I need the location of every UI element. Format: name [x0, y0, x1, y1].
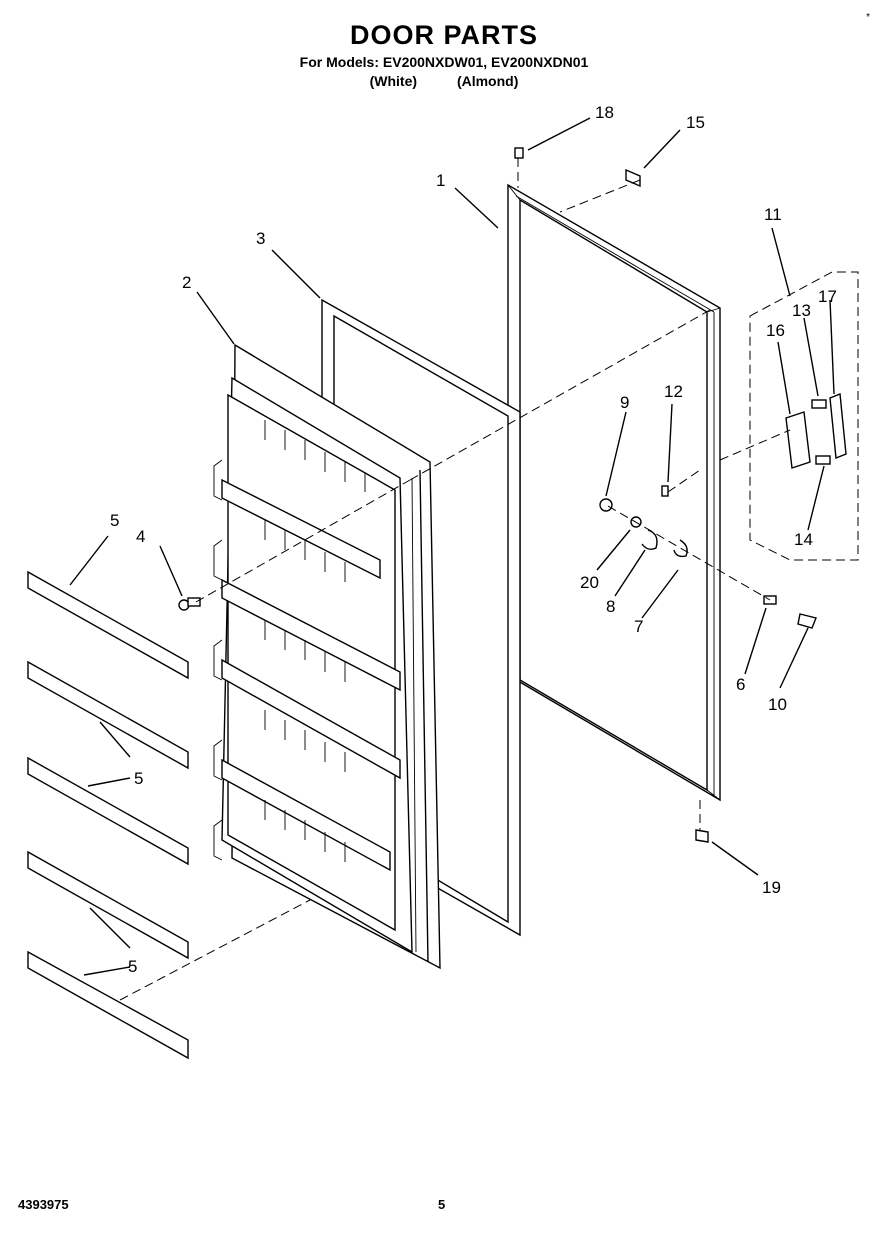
- hardware-parts: [514, 147, 847, 843]
- part-18-screw: [514, 147, 524, 159]
- callout-6: 6: [736, 675, 745, 694]
- part-15-plug: [625, 168, 641, 188]
- variant-almond: (Almond): [456, 73, 519, 89]
- part-1-door-frame: [507, 183, 721, 802]
- callout-1: 1: [436, 171, 445, 190]
- callout-16: 16: [766, 321, 785, 340]
- part-17-bracket: [829, 393, 847, 459]
- variant-white: (White): [369, 73, 418, 89]
- assembly-lines: [119, 158, 859, 1001]
- callout-10: 10: [768, 695, 787, 714]
- page-number: 5: [438, 1197, 446, 1212]
- part-4-screw: [178, 597, 201, 611]
- callout-2: 2: [182, 273, 191, 292]
- callout-14: 14: [794, 530, 813, 549]
- page-title: DOOR PARTS: [349, 20, 538, 50]
- callout-labels: 1 2 3 4 5 5 5 5 6 7 8 9 10 11 12 13 14 1…: [110, 103, 837, 976]
- leader-lines: [69, 117, 835, 976]
- part-9-screw: [599, 498, 613, 512]
- part-5-trim-strips: [27, 570, 189, 1060]
- part-19-stop: [695, 829, 709, 843]
- callout-9: 9: [620, 393, 629, 412]
- callout-18: 18: [595, 103, 614, 122]
- corner-mark: *: [866, 12, 870, 23]
- callout-11: 11: [764, 205, 782, 224]
- part-12-clip: [661, 485, 669, 497]
- callout-20: 20: [580, 573, 599, 592]
- callout-19: 19: [762, 878, 781, 897]
- part-13-screw: [811, 399, 827, 409]
- callout-8: 8: [606, 597, 615, 616]
- color-variants: (White) (Almond): [0, 73, 888, 89]
- callout-4: 4: [136, 527, 145, 546]
- callout-5b: 5: [134, 769, 143, 788]
- callout-3: 3: [256, 229, 265, 248]
- callout-7: 7: [634, 617, 643, 636]
- callout-12: 12: [664, 382, 683, 401]
- callout-5a: 5: [110, 511, 119, 530]
- part-10-cap: [797, 613, 817, 629]
- callout-17: 17: [818, 287, 837, 306]
- models-subtitle: For Models: EV200NXDW01, EV200NXDN01: [299, 54, 589, 70]
- part-16-hinge: [785, 411, 811, 469]
- part-2-door-liner: [213, 343, 441, 970]
- part-8-spring: [641, 529, 658, 551]
- part-7-cam: [673, 539, 688, 558]
- callout-15: 15: [686, 113, 705, 132]
- part-14-screw: [815, 455, 831, 465]
- document-number: 4393975: [18, 1197, 69, 1212]
- callout-13: 13: [792, 301, 811, 320]
- callout-5c: 5: [128, 957, 137, 976]
